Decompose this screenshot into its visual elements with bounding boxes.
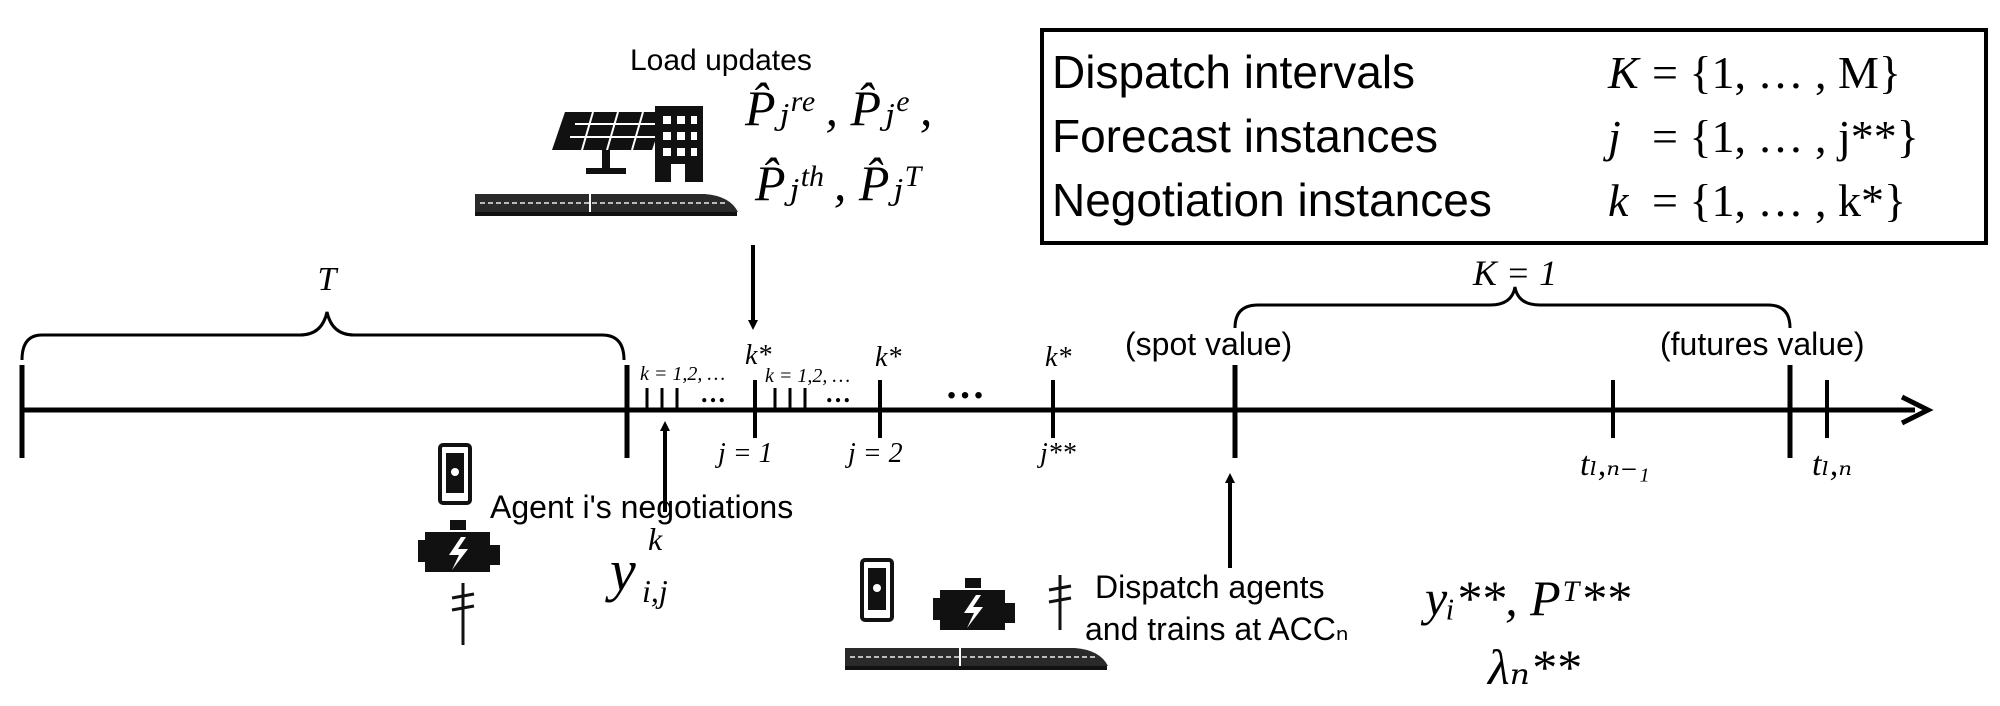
k-range-label-2: k = 1,2, … — [765, 365, 850, 387]
legend-symbol-k: k — [1608, 175, 1630, 226]
phone-icon — [860, 558, 894, 622]
legend-symbol-K: K — [1607, 47, 1641, 98]
agent-negotiations-label: Agent i's negotiations — [490, 489, 793, 525]
y-subscript: i,j — [642, 573, 668, 609]
t-n-label: tₗ,ₙ — [1812, 446, 1852, 483]
building-icon — [655, 106, 703, 182]
solar-panel-icon — [552, 111, 665, 174]
futures-value-label: (futures value) — [1660, 326, 1865, 362]
phone-icon — [438, 443, 472, 505]
result-vars-line2: λₙ** — [1486, 639, 1580, 695]
j-star-label: j** — [1037, 438, 1076, 469]
legend-set-K: = {1, … , M} — [1652, 47, 1901, 98]
j1-label: j = 1 — [715, 438, 773, 469]
dispatch-label-line2: and trains at ACCₙ — [1085, 611, 1349, 647]
k-star-label-3: k* — [1045, 342, 1071, 373]
engine-icon — [933, 578, 1015, 630]
load-vars-line1: P̂ⱼʳᵉ , P̂ⱼᵉ , — [744, 80, 932, 136]
dispatch-label-line1: Dispatch agents — [1095, 569, 1324, 605]
brace-T-label: T — [318, 261, 339, 298]
brace-K-label: K = 1 — [1472, 253, 1557, 293]
main-timeline: k = 1,2, … k = 1,2, … … … … k* k* k* (sp… — [19, 326, 1934, 483]
j2-label: j = 2 — [845, 438, 903, 469]
load-updates-title: Load updates — [630, 44, 812, 77]
legend-label-negotiation: Negotiation instances — [1052, 174, 1492, 226]
legend-label-dispatch: Dispatch intervals — [1052, 46, 1415, 98]
result-vars-line1: yᵢ**, Pᵀ** — [1420, 570, 1630, 626]
k-star-label-1: k* — [745, 340, 771, 371]
k-range-label-1: k = 1,2, … — [640, 363, 725, 385]
k-star-label-2: k* — [875, 342, 901, 373]
t-prev-label: tₗ,ₙ₋₁ — [1580, 446, 1650, 483]
engine-icon — [418, 520, 500, 572]
load-updates-block: Load updates P̂ⱼʳᵉ , P̂ⱼᵉ , P̂ⱼᵗʰ , P̂ⱼᵀ — [475, 44, 932, 330]
legend-frame — [1040, 28, 1988, 245]
legend-set-k: = {1, … , k*} — [1652, 175, 1906, 226]
dots-large: … — [945, 362, 985, 407]
dots-small-2: … — [825, 379, 851, 408]
train-icon — [475, 194, 738, 216]
legend-box: Dispatch intervals K = {1, … , M} Foreca… — [1040, 28, 1988, 245]
timeline-arrowhead — [1900, 394, 1934, 426]
spot-value-label: (spot value) — [1125, 326, 1292, 362]
power-pole-icon — [1048, 575, 1072, 630]
legend-label-forecast: Forecast instances — [1052, 110, 1438, 162]
train-icon — [845, 648, 1108, 670]
y-superscript: k — [648, 521, 663, 557]
y-var: y — [605, 538, 636, 603]
brace-K: K = 1 — [1233, 253, 1792, 329]
power-pole-icon — [451, 583, 475, 645]
y-ij-k-variable: y i,j k — [605, 521, 668, 609]
dots-small-1: … — [700, 379, 726, 408]
legend-set-j: = {1, … , j**} — [1652, 111, 1919, 162]
brace-T: T — [20, 261, 626, 361]
load-vars-line2: P̂ⱼᵗʰ , P̂ⱼᵀ — [754, 155, 924, 211]
legend-symbol-j: j — [1603, 111, 1621, 162]
